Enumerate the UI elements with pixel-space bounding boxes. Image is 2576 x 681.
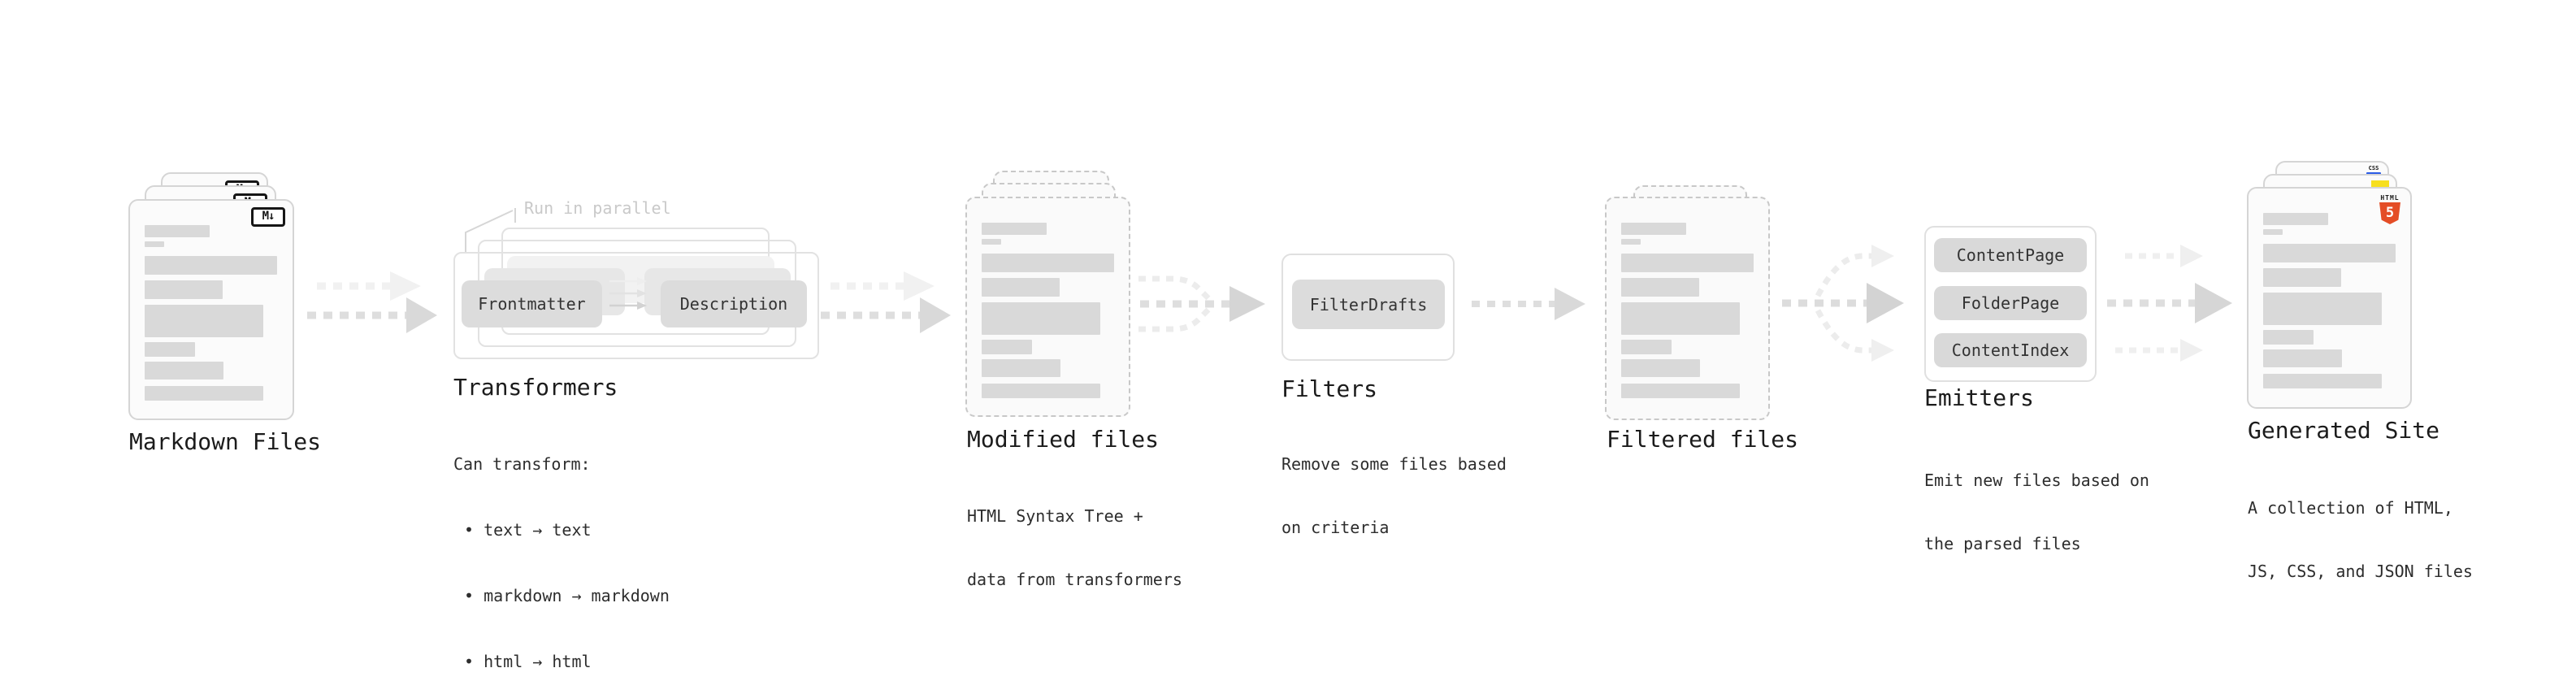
parallel-mini-arrows-icon (609, 277, 647, 310)
arrow-markdown-to-transformers-icon (307, 271, 437, 333)
filtered-file-card-front (1605, 197, 1770, 420)
placeholder-bar (2263, 330, 2314, 345)
css-file-icon: CSS (2366, 166, 2381, 175)
transformers-description: Can transform: • text → text • markdown … (453, 410, 670, 681)
placeholder-bar (1621, 384, 1740, 398)
transformers-description-line: Can transform: (453, 454, 591, 474)
frontmatter-pill: Frontmatter (462, 280, 602, 327)
placeholder-bar (982, 223, 1047, 235)
placeholder-bar (982, 254, 1114, 272)
placeholder-bar (145, 386, 263, 401)
transformers-description-line: • text → text (464, 520, 592, 540)
placeholder-bar (1621, 239, 1641, 245)
generated-site-subtitle: A collection of HTML, JS, CSS, and JSON … (2248, 455, 2473, 624)
placeholder-bar (982, 239, 1001, 245)
generated-site-subtitle-line: A collection of HTML, (2248, 498, 2453, 518)
placeholder-bar (145, 342, 195, 357)
folderpage-pill: FolderPage (1934, 286, 2087, 320)
filtered-files-title: Filtered files (1607, 426, 1799, 453)
arrow-transformers-to-modified-icon (821, 271, 951, 333)
emitters-title: Emitters (1924, 384, 2034, 411)
placeholder-bar (2263, 374, 2382, 388)
placeholder-bar (2263, 244, 2396, 262)
js-file-icon (2371, 180, 2389, 189)
emitters-subtitle-line: the parsed files (1924, 534, 2081, 553)
css-badge-underline (2366, 172, 2381, 175)
modified-file-card-front (965, 197, 1130, 417)
contentindex-pill: ContentIndex (1934, 333, 2087, 367)
placeholder-bar (145, 241, 164, 247)
placeholder-bar (1621, 278, 1699, 297)
description-pill: Description (661, 280, 807, 327)
html5-shield: 5 (2379, 202, 2400, 224)
arrow-modified-to-filters-icon (1138, 275, 1265, 332)
filters-subtitle: Remove some files based on criteria (1281, 411, 1507, 580)
placeholder-bar (2263, 268, 2341, 287)
placeholder-bar (1621, 340, 1672, 354)
generated-site-title: Generated Site (2248, 417, 2440, 444)
placeholder-bar (2263, 213, 2328, 225)
placeholder-bar (145, 362, 223, 380)
placeholder-bar (1621, 254, 1754, 272)
emitters-subtitle-line: Emit new files based on (1924, 471, 2149, 490)
modified-files-subtitle-line: data from transformers (967, 570, 1182, 589)
emitters-subtitle: Emit new files based on the parsed files (1924, 427, 2149, 596)
modified-files-subtitle-line: HTML Syntax Tree + (967, 506, 1143, 526)
arrow-filters-to-filtered-icon (1472, 288, 1585, 320)
filters-subtitle-line: on criteria (1281, 518, 1390, 537)
filters-title: Filters (1281, 375, 1378, 402)
modified-files-title: Modified files (967, 426, 1160, 453)
placeholder-bar (145, 280, 223, 299)
placeholder-bar (982, 302, 1100, 335)
placeholder-bar (145, 256, 277, 275)
arrow-emitters-to-site-icon (2107, 245, 2232, 362)
placeholder-bar (2263, 349, 2342, 367)
html5-badge-number: 5 (2385, 205, 2395, 221)
filters-subtitle-line: Remove some files based (1281, 454, 1507, 474)
transformers-title: Transformers (453, 374, 618, 401)
markdown-files-title: Markdown Files (129, 428, 322, 455)
contentpage-pill: ContentPage (1934, 238, 2087, 272)
placeholder-bar (1621, 359, 1700, 377)
html5-badge-label: HTML (2380, 194, 2400, 202)
placeholder-bar (982, 384, 1100, 398)
generated-site-subtitle-line: JS, CSS, and JSON files (2248, 562, 2473, 581)
placeholder-bar (2263, 229, 2283, 235)
html5-file-icon: HTML 5 (2378, 194, 2402, 224)
run-in-parallel-annotation: Run in parallel (524, 198, 671, 218)
placeholder-bar (982, 278, 1060, 297)
placeholder-bar (2263, 293, 2382, 325)
placeholder-bar (982, 340, 1032, 354)
markdown-icon: M↓ (251, 207, 285, 227)
placeholder-bar (145, 305, 263, 337)
markdown-file-card-front: M↓ (128, 199, 294, 420)
transformers-description-line: • html → html (464, 652, 592, 671)
placeholder-bar (1621, 302, 1740, 335)
transformers-description-line: • markdown → markdown (464, 586, 670, 605)
filterdrafts-pill: FilterDrafts (1292, 280, 1445, 329)
placeholder-bar (145, 225, 210, 237)
arrow-filtered-to-emitters-icon (1782, 245, 1904, 362)
css-badge-label: CSS (2368, 165, 2379, 171)
placeholder-bar (1621, 223, 1686, 235)
placeholder-bar (982, 359, 1060, 377)
transformer-group-box-front (453, 252, 819, 359)
annotation-connector-line (465, 208, 516, 252)
site-file-card-front: HTML 5 (2247, 187, 2412, 409)
modified-files-subtitle: HTML Syntax Tree + data from transformer… (967, 463, 1182, 632)
